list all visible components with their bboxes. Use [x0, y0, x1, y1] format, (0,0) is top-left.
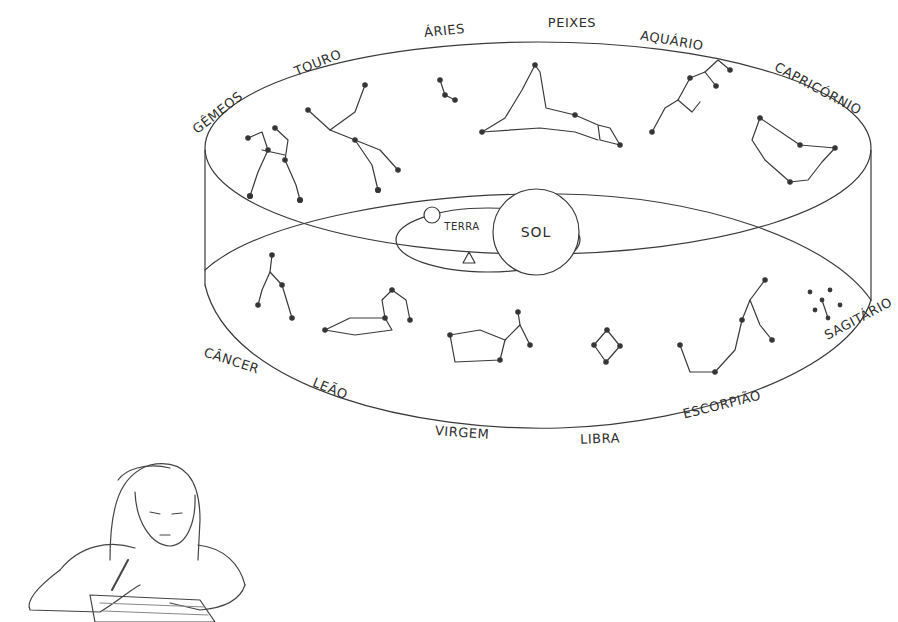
zodiac-name: TOURO [292, 46, 343, 78]
gemini [246, 126, 303, 203]
zodiac-name: ÁRIES [423, 20, 465, 39]
sun [493, 189, 579, 275]
sun-circle: SOL [506, 202, 566, 262]
triangle-marker [463, 252, 475, 263]
earth [424, 207, 440, 223]
scorpius [678, 278, 774, 374]
zodiac-name: PEIXES [548, 15, 596, 30]
aquarius [650, 60, 732, 134]
pisces [480, 63, 622, 147]
fringe [118, 466, 170, 480]
notebook-lines [100, 603, 208, 615]
constellations [246, 60, 842, 374]
capricorn [752, 116, 837, 184]
virgo [448, 310, 532, 362]
libra [592, 328, 622, 364]
taurus [306, 83, 400, 193]
face [135, 492, 195, 546]
girl-writing [29, 464, 245, 622]
face-features [150, 512, 182, 535]
node-text: SOL [521, 224, 552, 240]
zodiac-name: ESCORPIÃO [681, 387, 762, 421]
sagittarius [808, 288, 842, 320]
zodiac-name: CAPRICÓRNIO [772, 59, 864, 117]
zodiac-name: SAGITÁRIO [822, 294, 895, 342]
zodiac-name: AQUÁRIO [639, 27, 705, 53]
band-side [204, 150, 205, 285]
aries [438, 78, 457, 102]
zodiac-name: CÂNCER [203, 344, 262, 376]
left-arm [29, 570, 140, 612]
zodiac-name: VIRGEM [434, 423, 489, 442]
zodiac-name: LEÃO [310, 374, 349, 402]
leo [323, 288, 412, 335]
zodiac-name: GÊMEOS [190, 88, 246, 136]
planet-label: TERRA [444, 221, 479, 232]
notebook [90, 595, 215, 622]
band-bottom-front [205, 285, 871, 428]
zodiac-name: LIBRA [580, 430, 620, 446]
band-side [870, 150, 871, 300]
pencil [112, 560, 128, 590]
cancer [256, 253, 294, 320]
shoulders [60, 544, 245, 585]
